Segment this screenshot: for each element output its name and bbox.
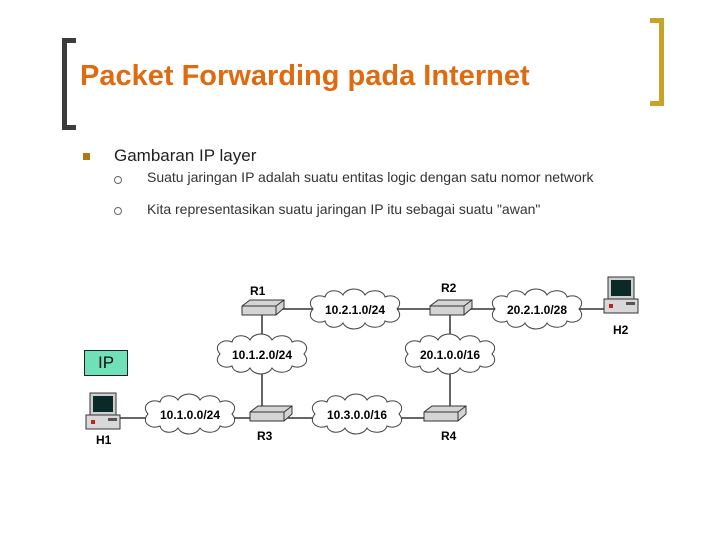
- svg-text:10.1.2.0/24: 10.1.2.0/24: [232, 348, 292, 362]
- slide-title: Packet Forwarding pada Internet: [80, 60, 530, 92]
- network-cloud: 10.1.0.0/24: [144, 393, 236, 435]
- router-label: R2: [441, 281, 457, 295]
- network-cloud: 20.1.0.0/16: [404, 333, 496, 375]
- circle-bullet-icon: [114, 176, 122, 184]
- bullet-level2-2: Kita representasikan suatu jaringan IP i…: [147, 201, 541, 217]
- network-cloud: 10.2.1.0/24: [309, 288, 401, 330]
- router-icon: [241, 299, 285, 316]
- router-icon: [423, 405, 467, 422]
- host-label: H1: [96, 433, 112, 447]
- svg-text:10.1.0.0/24: 10.1.0.0/24: [160, 408, 220, 422]
- router-label: R1: [250, 284, 266, 298]
- host-label: H2: [613, 323, 629, 337]
- network-cloud: 10.1.2.0/24: [216, 333, 308, 375]
- right-bracket-decoration: [650, 18, 664, 106]
- svg-text:10.3.0.0/16: 10.3.0.0/16: [327, 408, 387, 422]
- router-label: R3: [257, 429, 273, 443]
- router-label: R4: [441, 429, 457, 443]
- network-cloud: 10.3.0.0/16: [311, 393, 403, 435]
- router-icon: [249, 405, 293, 422]
- svg-text:20.2.1.0/28: 20.2.1.0/28: [507, 303, 567, 317]
- circle-bullet-icon: [114, 207, 122, 215]
- bullet-level2-1: Suatu jaringan IP adalah suatu entitas l…: [147, 169, 594, 185]
- ip-label-box: IP: [84, 350, 128, 376]
- bullet-square-icon: [83, 153, 90, 160]
- host-computer-icon: [85, 392, 121, 430]
- svg-text:20.1.0.0/16: 20.1.0.0/16: [420, 348, 480, 362]
- svg-text:10.2.1.0/24: 10.2.1.0/24: [325, 303, 385, 317]
- router-icon: [429, 299, 473, 316]
- bullet-level1: Gambaran IP layer: [114, 146, 257, 165]
- host-computer-icon: [603, 276, 639, 314]
- left-bracket-decoration: [62, 38, 76, 130]
- network-cloud: 20.2.1.0/28: [491, 288, 583, 330]
